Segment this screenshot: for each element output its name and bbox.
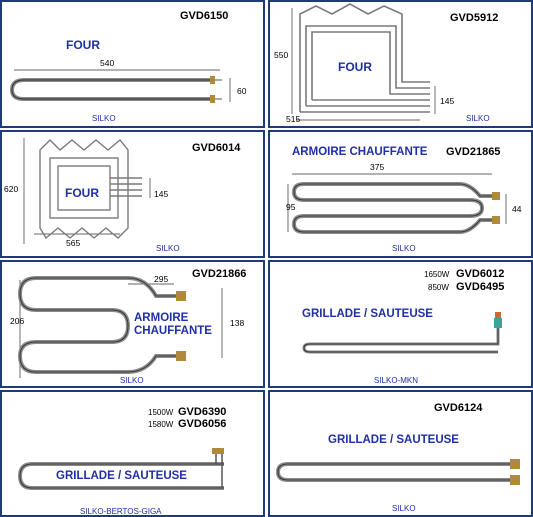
dimension-width: 515 [286,114,301,124]
dimension-width: 540 [100,58,115,68]
variant-power: 850W [428,283,449,292]
product-panel-gvd6012-gvd6495[interactable]: 1650W GVD6012 850W GVD6495 GRILLADE / SA… [268,260,533,388]
dimension-inner: 138 [230,318,245,328]
brand-label: SILKO [392,244,416,253]
heating-element-gvd21865-drawing [287,173,507,234]
product-code: GVD21865 [446,146,501,158]
dimension-end: 44 [512,204,522,214]
heating-element-gvd6012-drawing [302,312,502,354]
heating-element-gvd6014-drawing [23,138,151,244]
variant-power: 1650W [424,270,450,279]
product-title: GRILLADE / SAUTEUSE [302,308,433,320]
product-title: ARMOIRE CHAUFFANTE [292,146,428,158]
variant-power: 1500W [148,408,174,417]
dimension-depth: 145 [440,96,455,106]
product-panel-gvd6014[interactable]: GVD6014 FOUR 620 565 145 SILKO [0,130,265,258]
product-panel-gvd6124[interactable]: GVD6124 GRILLADE / SAUTEUSE SILKO [268,390,533,517]
product-panel-gvd5912[interactable]: GVD5912 FOUR 550 515 145 SILKO [268,0,533,128]
heating-element-gvd5912-drawing [291,3,436,121]
product-code: GVD21866 [192,268,247,280]
dimension-depth: 145 [154,189,169,199]
variant-code: GVD6390 [178,406,227,418]
product-code: GVD5912 [450,12,499,24]
product-title: FOUR [65,186,99,200]
dimension-width: 295 [154,274,169,284]
product-title-line2: CHAUFFANTE [134,325,212,337]
product-code: GVD6124 [434,402,483,414]
product-panel-gvd21865[interactable]: ARMOIRE CHAUFFANTE GVD21865 375 95 44 SI… [268,130,533,258]
product-code: GVD6150 [180,10,229,22]
variant-power: 1580W [148,420,174,429]
heating-element-gvd21866-drawing [17,276,223,378]
product-title: FOUR [338,60,372,74]
product-title: FOUR [66,38,100,52]
brand-label: SILKO-BERTOS-GIGA [80,507,162,516]
dimension-width: 375 [370,162,385,172]
brand-label: SILKO [466,114,490,123]
brand-label: SILKO [156,244,180,253]
variant-code: GVD6495 [456,281,505,293]
dimension-height: 206 [10,316,25,326]
variant-code: GVD6012 [456,268,505,280]
dimension-height: 95 [286,202,296,212]
product-title: GRILLADE / SAUTEUSE [56,470,187,482]
brand-label: SILKO [92,114,116,123]
dimension-height: 60 [237,86,247,96]
brand-label: SILKO [392,504,416,513]
dimension-height: 620 [4,184,19,194]
variant-code: GVD6056 [178,418,227,430]
product-panel-gvd6390-gvd6056[interactable]: 1500W GVD6390 1580W GVD6056 GRILLADE / S… [0,390,265,517]
heating-element-gvd6150-drawing [9,69,231,103]
product-panel-gvd6150[interactable]: GVD6150 FOUR 540 60 SILKO [0,0,265,128]
product-title-line1: ARMOIRE [134,312,189,324]
dimension-height: 550 [274,50,289,60]
brand-label: SILKO-MKN [374,376,419,385]
dimension-width: 565 [66,238,81,248]
heating-element-gvd6124-drawing [275,459,520,485]
product-panel-gvd21866[interactable]: GVD21866 295 206 ARMOIRE CHAUFFANTE 138 … [0,260,265,388]
product-title: GRILLADE / SAUTEUSE [328,434,459,446]
product-code: GVD6014 [192,142,241,154]
heating-element-gvd6390-drawing [17,448,224,490]
brand-label: SILKO [120,376,144,385]
